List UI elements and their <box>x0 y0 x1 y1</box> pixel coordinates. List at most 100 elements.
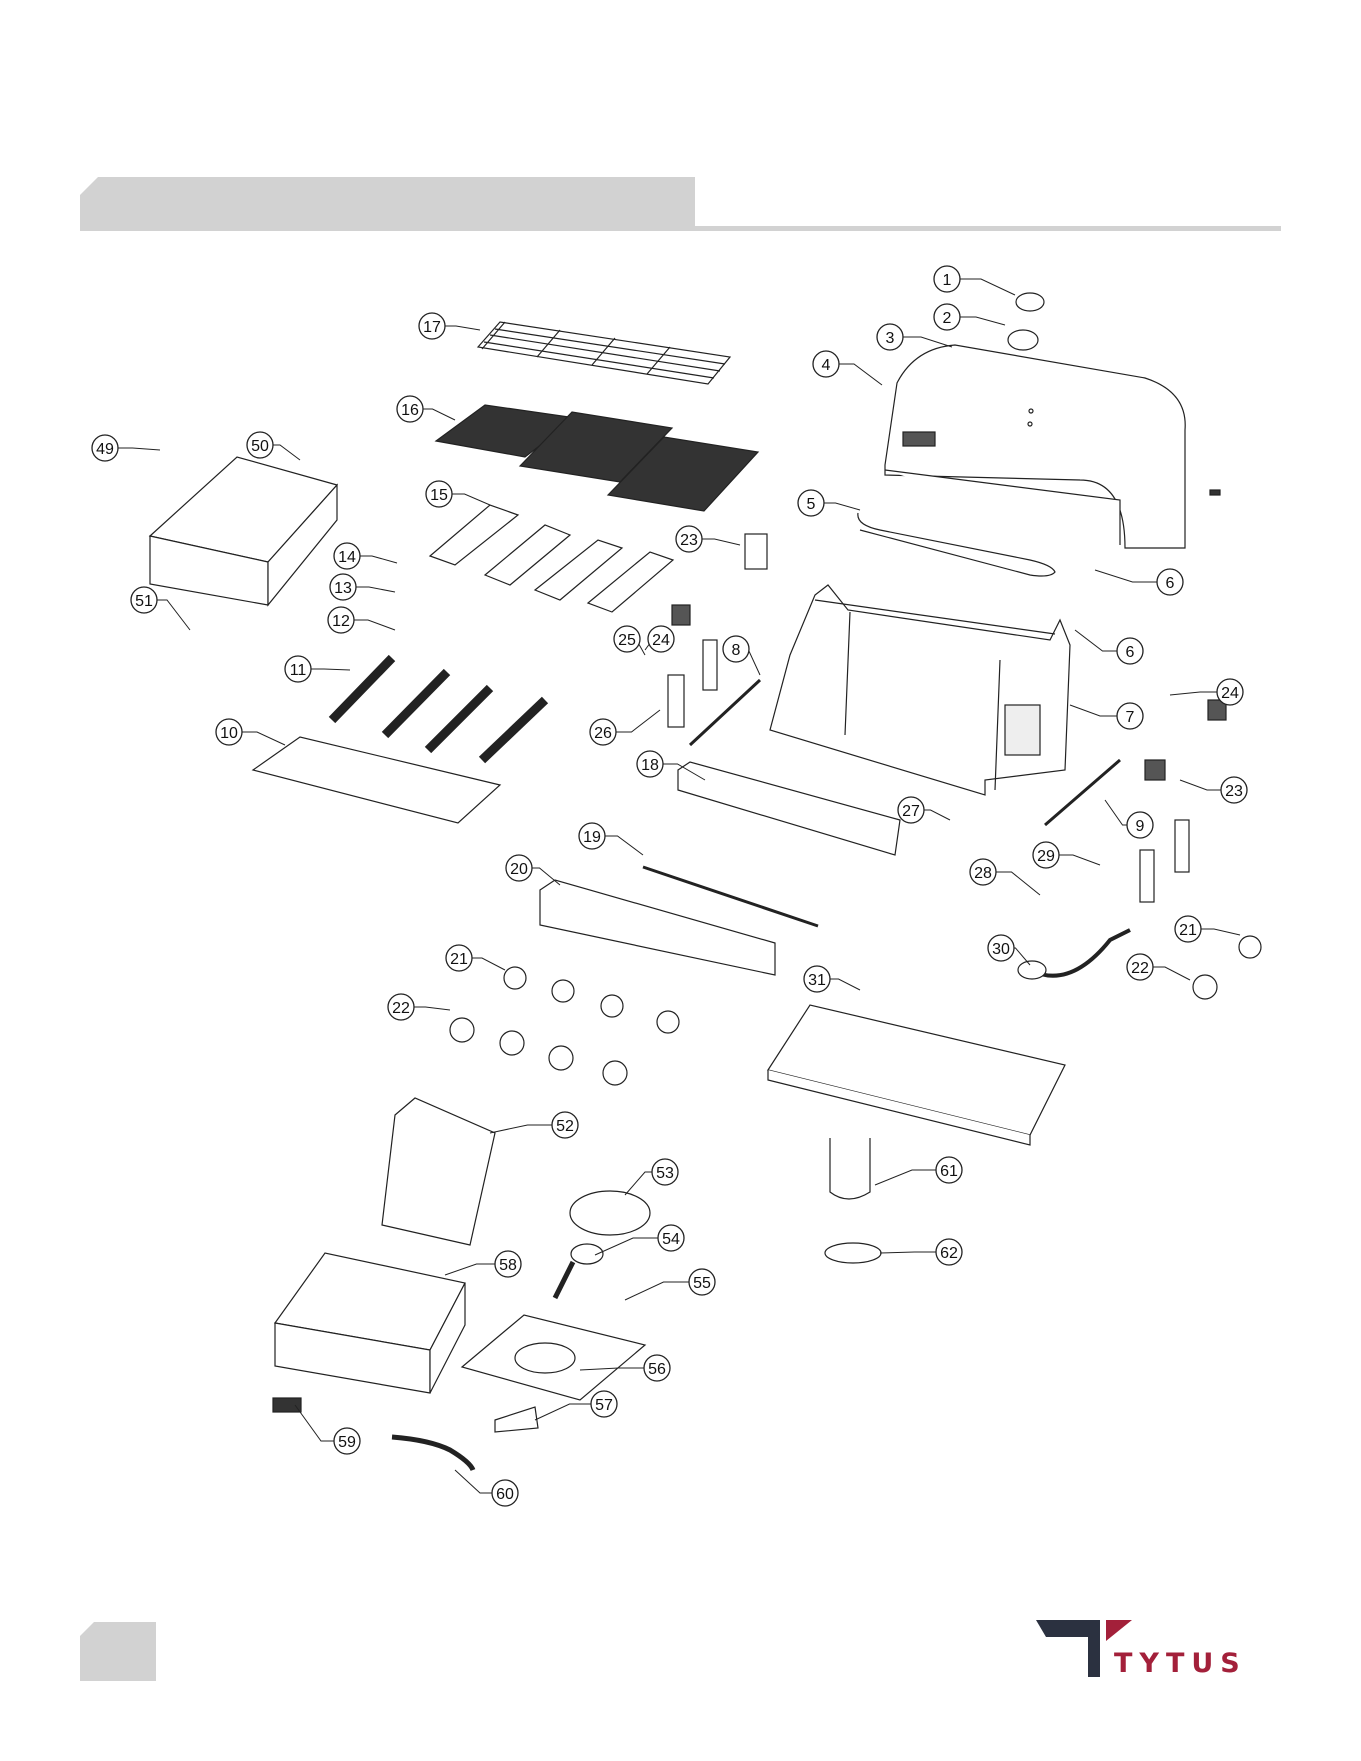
callout-leader-line <box>605 836 643 855</box>
burners <box>332 658 545 760</box>
callout-number: 13 <box>334 580 352 597</box>
part-callout: 14 <box>334 543 397 569</box>
callout-number: 59 <box>338 1434 356 1451</box>
callout-number: 2 <box>943 310 952 327</box>
callout-number: 23 <box>680 532 698 549</box>
grease-tray <box>768 1005 1065 1145</box>
callout-leader-line <box>1075 630 1117 651</box>
control-panel <box>540 880 775 975</box>
flame-tamers <box>430 505 673 612</box>
callout-number: 49 <box>96 441 114 458</box>
callout-number: 6 <box>1166 575 1175 592</box>
callout-number: 5 <box>807 496 816 513</box>
firebox <box>770 585 1070 795</box>
part-callout: 60 <box>455 1470 518 1506</box>
callout-number: 8 <box>732 642 741 659</box>
callout-leader-line <box>595 1238 658 1255</box>
callout-number: 56 <box>648 1361 666 1378</box>
logo-mark-red <box>1106 1620 1132 1641</box>
bracket <box>745 534 767 569</box>
callout-leader-line <box>702 539 740 545</box>
mounting-plate <box>1140 850 1154 902</box>
callout-number: 21 <box>1179 922 1197 939</box>
callout-number: 54 <box>662 1231 680 1248</box>
part-callout: 24 <box>645 626 674 652</box>
side-burner-valve <box>273 1398 301 1412</box>
burner-grate <box>570 1191 650 1235</box>
part-callout: 30 <box>988 935 1030 965</box>
callout-leader-line <box>924 810 950 820</box>
part-callout: 22 <box>1127 954 1190 980</box>
callout-leader-line <box>875 1170 936 1185</box>
callout-leader-line <box>445 1264 495 1275</box>
part-callout: 13 <box>330 574 395 600</box>
callout-number: 7 <box>1126 709 1135 726</box>
callout-leader-line <box>242 732 285 745</box>
callout-number: 50 <box>251 438 269 455</box>
callout-leader-line <box>824 503 860 510</box>
callout-leader-line <box>880 1252 936 1253</box>
screw <box>1210 490 1220 495</box>
callout-number: 60 <box>496 1486 514 1503</box>
callout-number: 9 <box>1136 818 1145 835</box>
callout-number: 4 <box>822 357 831 374</box>
callout-leader-line <box>1201 929 1240 935</box>
callout-leader-line <box>414 1007 450 1010</box>
temperature-gauge <box>1016 293 1044 311</box>
part-callout: 61 <box>875 1157 962 1185</box>
part-callout: 17 <box>419 313 480 339</box>
callout-number: 23 <box>1225 783 1243 800</box>
part-callout: 22 <box>388 994 450 1020</box>
mounting-plate <box>668 675 684 727</box>
callout-number: 1 <box>943 272 952 289</box>
callout-number: 21 <box>450 951 468 968</box>
side-rail <box>690 680 760 745</box>
callout-number: 52 <box>556 1118 574 1135</box>
warming-rack <box>478 322 730 384</box>
callout-number: 51 <box>135 593 153 610</box>
callout-number: 28 <box>974 865 992 882</box>
mounting-plate <box>703 640 717 690</box>
part-callout: 11 <box>285 656 350 682</box>
callout-number: 57 <box>595 1397 613 1414</box>
mounting-plate <box>1175 820 1189 872</box>
heat-shield <box>253 737 500 823</box>
callout-number: 61 <box>940 1163 958 1180</box>
part-callout: 25 <box>614 626 645 655</box>
cooking-grates <box>436 405 758 511</box>
part-callout: 7 <box>1070 703 1143 729</box>
callout-number: 27 <box>902 803 920 820</box>
callout-leader-line <box>839 364 882 385</box>
callout-leader-line <box>472 958 505 970</box>
callout-number: 26 <box>594 725 612 742</box>
callout-number: 16 <box>401 402 419 419</box>
callout-leader-line <box>360 556 397 563</box>
part-callout: 29 <box>1033 842 1100 868</box>
part-callout: 2 <box>934 304 1005 330</box>
manifold-bracket <box>678 762 900 855</box>
part-callout: 58 <box>445 1251 521 1277</box>
callout-leader-line <box>1095 570 1157 582</box>
callout-number: 20 <box>510 861 528 878</box>
callout-leader-line <box>625 1172 652 1195</box>
callout-leader-line <box>423 409 455 420</box>
callout-leader-line <box>356 587 395 592</box>
callout-leader-line <box>311 669 350 670</box>
callout-leader-line <box>903 337 952 347</box>
part-callout: 9 <box>1105 800 1153 838</box>
callout-number: 62 <box>940 1245 958 1262</box>
logo-mark-dark <box>1036 1620 1100 1677</box>
part-callout: 55 <box>625 1269 715 1300</box>
burner-tube <box>555 1262 573 1298</box>
callout-leader-line <box>960 279 1015 295</box>
part-callout: 23 <box>1180 777 1247 803</box>
callout-leader-line <box>625 1282 689 1300</box>
part-callout: 1 <box>934 266 1015 295</box>
callout-number: 17 <box>423 319 441 336</box>
callout-leader-line <box>830 979 860 990</box>
callout-leader-line <box>118 448 160 450</box>
part-callout: 15 <box>426 481 490 507</box>
callout-leader-line <box>1070 705 1117 716</box>
callout-number: 3 <box>886 330 895 347</box>
callout-number: 10 <box>220 725 238 742</box>
